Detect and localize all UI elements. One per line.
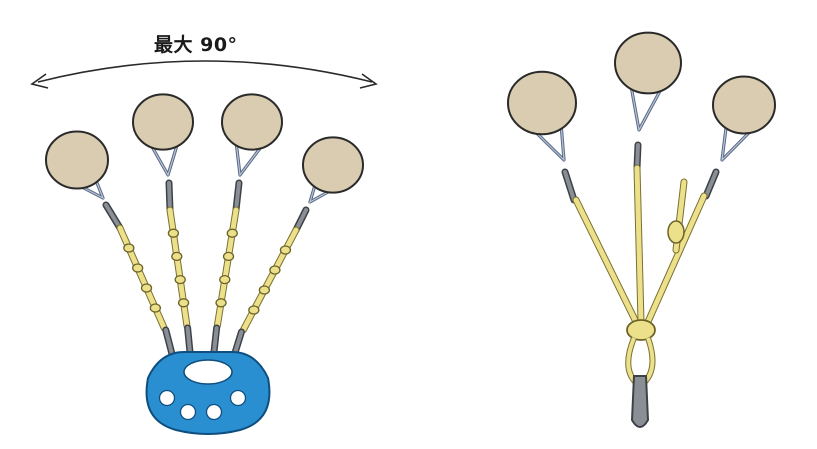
anchor-ball-L1 [132,93,194,151]
sling-knot-L2-3 [219,274,231,285]
anchor-ball-L0 [45,130,109,190]
carabiner-hl-L0b [163,328,174,356]
sling-knot-L1-3 [174,274,186,285]
sling-knot-L0-4 [149,303,162,313]
sling-knot-L3-4 [248,305,260,315]
sling-knot-L0-2 [132,263,144,273]
sling-knot-L2-4 [215,298,227,308]
sling-knot-L1-4 [177,298,190,308]
sling-knot-L2-1 [226,228,238,238]
sling-L0 [117,225,167,331]
sling-knot-L1-1 [167,228,180,238]
plate-hole-3 [229,389,247,407]
carabiner-hl-R0 [563,170,576,202]
plate-hole-1 [179,403,197,421]
rigging-plate [145,351,271,435]
anchor-ball-L3 [302,136,364,194]
plate-top-hole [183,359,233,385]
anchor-ball-L2 [221,93,283,151]
master-carabiner [630,375,650,428]
sling-knot-L0-1 [123,243,135,253]
left-anchor-system [45,93,364,435]
anchor-ball-R0 [507,70,577,136]
plate-hole-0 [158,389,176,407]
arrow-head-left [30,73,49,89]
anchor-ball-R2 [712,75,776,135]
carabiner-hl-L0a [104,203,122,230]
carabiner-hl-R1 [635,143,640,170]
carabiner-hl-L2b [212,326,219,354]
sling-R0 [573,197,640,327]
sling-L2 [214,207,239,329]
sling-knot-L3-3 [258,285,271,295]
plate-hole-2 [205,403,223,421]
sling-R2 [644,193,707,327]
carabiner-hl-L3a [294,208,308,232]
sling-knot-L2-2 [222,251,235,262]
anchor-cable-hl-L1 [145,136,181,177]
sling-L1 [167,207,190,329]
carabiner-hl-L1b [185,326,192,354]
arrow-head-right [359,73,378,89]
sling-R1 [634,165,644,325]
carabiner-hl-L2a [234,181,241,212]
sling-knot-L3-2 [269,265,281,275]
anchor-ball-R1 [614,31,682,95]
sling-L3 [240,227,299,333]
sling-knot-L0-3 [140,283,153,293]
max-angle-label: 最大 90° [154,34,238,56]
sling-knot-L1-2 [171,251,183,262]
right-anchor-system [507,31,776,428]
master-knot [626,319,656,341]
carabiner-hl-L1a [167,181,172,212]
angle-arc-arrow [37,60,373,83]
tail-knot [667,220,685,244]
carabiner-hl-R2 [704,170,718,198]
anchor-cable-hl-R1 [629,79,667,132]
sling-knot-L3-1 [279,245,292,255]
